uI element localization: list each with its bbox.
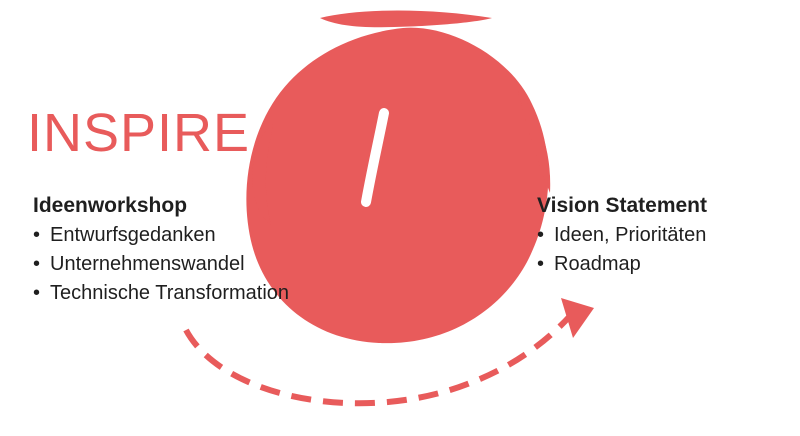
list-item: Roadmap	[537, 250, 767, 279]
dashed-curved-arrow-icon	[183, 298, 594, 407]
right-bullet-list: Ideen, Prioritäten Roadmap	[537, 221, 767, 279]
left-heading: Ideenworkshop	[33, 194, 188, 217]
right-content-block: Vision Statement Ideen, Prioritäten Road…	[537, 191, 767, 279]
right-heading: Vision Statement	[537, 194, 707, 217]
slash-icon	[361, 108, 389, 207]
list-item: Entwurfsgedanken	[33, 221, 363, 250]
list-item: Ideen, Prioritäten	[537, 221, 767, 250]
list-item: Unternehmenswandel	[33, 250, 363, 279]
page-title: INSPIRE	[27, 103, 251, 163]
list-item: Technische Transformation	[33, 279, 363, 308]
left-bullet-list: Entwurfsgedanken Unternehmenswandel Tech…	[33, 221, 363, 308]
left-content-block: Ideenworkshop Entwurfsgedanken Unternehm…	[33, 191, 363, 308]
